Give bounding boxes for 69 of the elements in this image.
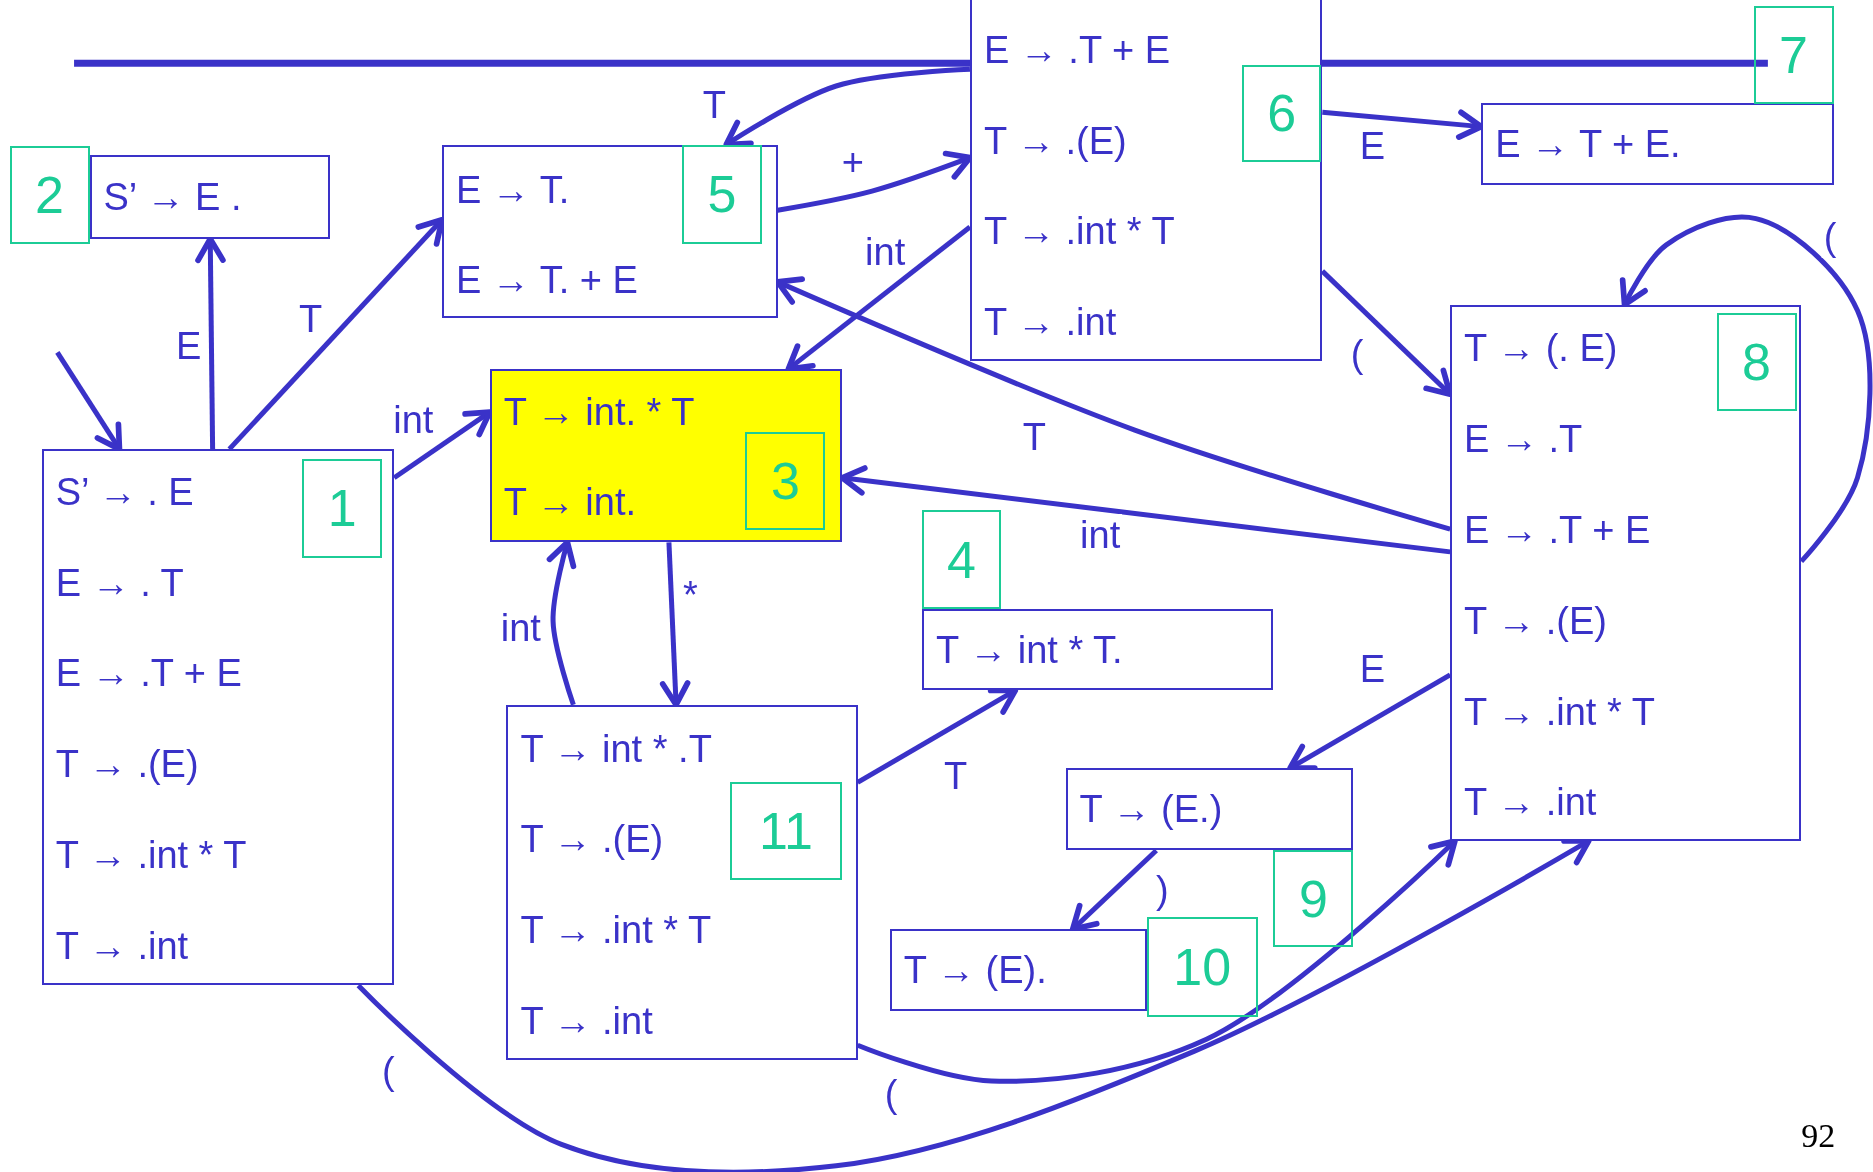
lr-item: E → . T xyxy=(55,560,184,605)
lr-item: E → .T + E xyxy=(983,27,1171,72)
state-box xyxy=(1450,304,1802,841)
arrow xyxy=(856,838,1458,1084)
lr-item: T → .int xyxy=(520,998,653,1043)
lr-item: E → T + E. xyxy=(1495,121,1681,166)
lr-item: T → (E.) xyxy=(1079,787,1223,832)
state-number-box xyxy=(1716,312,1797,411)
lr-item: T → (E). xyxy=(903,947,1047,992)
state-number: 11 xyxy=(757,801,814,862)
lr-item: T → .(E) xyxy=(520,817,664,862)
state-number-box xyxy=(9,145,90,244)
state-number: 10 xyxy=(1172,936,1233,997)
lr-item: T → .int * T xyxy=(55,832,247,877)
state-box xyxy=(441,144,778,318)
state-number-box xyxy=(682,144,763,244)
arrow xyxy=(55,351,123,452)
state-number: 8 xyxy=(1741,331,1772,392)
lr-item: T → .int * T xyxy=(1464,689,1655,734)
state-box xyxy=(506,704,858,1060)
lr-item: E → .T + E xyxy=(55,651,242,696)
state-number-box xyxy=(922,510,1001,610)
lr-item: T → .(E) xyxy=(983,118,1127,163)
lr-item: E → .T + E xyxy=(1464,507,1651,552)
state-number-box xyxy=(729,782,843,881)
lr-item: T → .int * T xyxy=(983,209,1175,254)
state-number: 7 xyxy=(1778,24,1809,85)
lr-item: T → int * T. xyxy=(936,627,1123,672)
arrow xyxy=(1287,672,1452,771)
lr-item: T → (. E) xyxy=(1464,326,1618,371)
state-box xyxy=(489,369,843,543)
lr-item: T → .int xyxy=(55,923,189,968)
state-box xyxy=(1065,768,1354,851)
state-number-box xyxy=(1242,64,1322,163)
state-box xyxy=(89,155,330,239)
state-box xyxy=(41,449,395,986)
state-number-box xyxy=(1273,850,1354,948)
lr-item: T → int * .T xyxy=(520,726,712,771)
lr-item: T → int. * T xyxy=(503,389,695,434)
state-number: 2 xyxy=(34,164,65,225)
lr-item: T → int. xyxy=(503,480,637,525)
lr-item: T → .int * T xyxy=(520,908,712,953)
state-number-box xyxy=(1753,5,1834,104)
state-number: 6 xyxy=(1266,83,1298,144)
state-number: 5 xyxy=(706,164,738,225)
lr-item: T → .(E) xyxy=(55,742,199,787)
state-box xyxy=(969,0,1323,361)
state-number-box xyxy=(745,432,826,531)
state-number-box xyxy=(1146,917,1258,1017)
lr-item: E → T. + E xyxy=(455,258,638,303)
state-box xyxy=(889,929,1147,1011)
lr-item: S’ → . E xyxy=(55,469,194,514)
lr-item: T → .(E) xyxy=(1464,598,1607,643)
arrow xyxy=(195,236,226,450)
state-box xyxy=(1481,102,1834,186)
state-number: 1 xyxy=(326,478,358,539)
state-box xyxy=(922,609,1274,691)
state-number: 3 xyxy=(769,451,801,512)
page-number: 92 xyxy=(1801,1116,1836,1155)
arrow xyxy=(1619,214,1873,564)
lr-item: E → .T xyxy=(1464,417,1583,462)
state-number: 9 xyxy=(1297,868,1329,929)
lr-item: T → .int xyxy=(983,300,1117,345)
arrow xyxy=(356,838,1592,1172)
lr-item: S’ → E . xyxy=(103,175,242,220)
lr-item: E → T. xyxy=(455,167,570,212)
lr-item: T → .int xyxy=(1464,780,1597,825)
state-number-box xyxy=(302,458,383,558)
state-number: 4 xyxy=(946,529,978,590)
